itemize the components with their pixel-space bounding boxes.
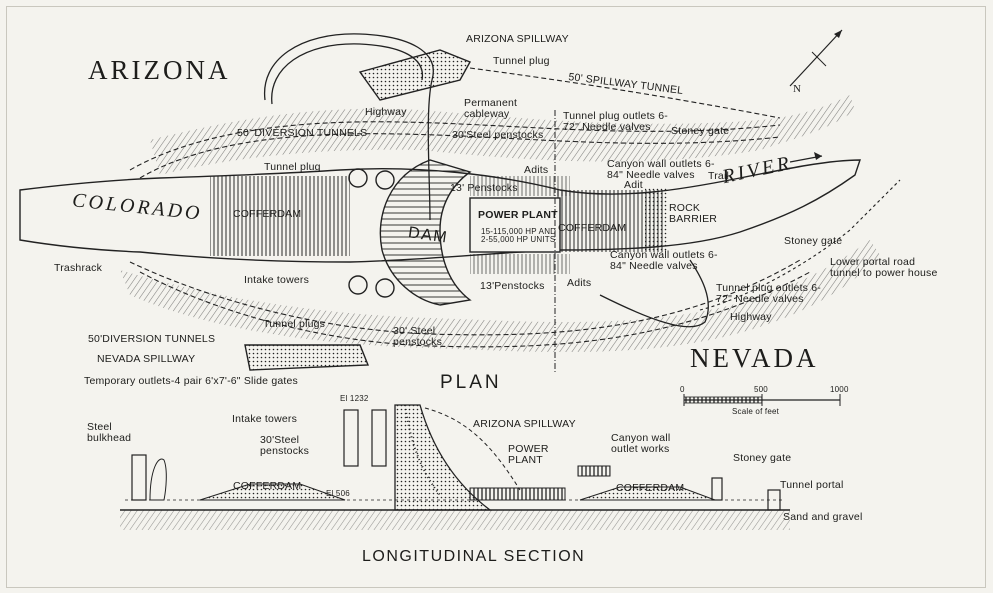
label-highway-top: Highway [365,106,407,118]
cofferdam-left-shape [210,176,350,256]
label-13-penstocks-top: 13' Penstocks [450,182,518,194]
canyon-wall-south [120,240,880,353]
arizona-spillway-shape [358,49,471,101]
nevada-spillway-shape [244,344,370,371]
highway-south [599,259,709,328]
label-trail: Trail [708,170,730,182]
state-label-nevada: NEVADA [690,343,819,373]
section-label-el-1232: El 1232 [340,394,369,403]
label-trashrack: Trashrack [54,262,103,274]
plan-title: PLAN [440,372,502,393]
label-steel-penstocks-top: 30'Steel penstocks [452,129,544,141]
section-label-steel-penstocks: 30'Steel penstocks [260,434,310,457]
label-rock-barrier: ROCK BARRIER [669,202,718,225]
section-label-sand-and-gravel: Sand and gravel [783,511,863,523]
label-tunnel-plug-top: Tunnel plug [493,55,550,67]
section-label-arizona-spillway: ARIZONA SPILLWAY [473,418,576,430]
label-permanent-cableway: Permanent cableway [464,97,518,120]
rock-barrier-shape [645,188,667,252]
diversion-tunnels-north [129,121,781,171]
label-steel-penstocks-bottom: 30' Steel penstocks [393,325,443,348]
label-13-penstocks-bottom: 13'Penstocks [480,280,545,292]
label-lower-portal-road: Lower portal road tunnel to power house [830,256,938,279]
scale-tick-1000: 1000 [830,385,849,394]
label-temporary-outlets: Temporary outlets-4 pair 6'x7'-6" Slide … [84,375,299,387]
north-arrow [789,29,843,87]
section-label-intake-towers: Intake towers [232,413,298,425]
label-tunnel-plug-outlets-bottom: Tunnel plug outlets 6-72" Needle valves [716,282,821,305]
power-plant-shape [469,197,561,253]
dam-shape [379,159,472,306]
section-label-power-plant: POWER PLANT [508,443,549,466]
scale-label: Scale of feet [732,407,780,416]
label-stoney-gate-top: Stoney gate [671,125,730,137]
label-cofferdam-left: COFFERDAM [233,208,302,220]
label-canyon-wall-outlets-top: Canyon wall outlets 6-84" Needle valves [607,158,715,181]
label-adit: Adit [624,179,643,191]
label-adits-top: Adits [524,164,549,176]
canyon-wall-north [150,95,855,175]
label-power-plant: POWER PLANT [478,209,558,221]
label-power-units: 15-115,000 HP AND 2-55,000 HP UNITS [481,227,557,244]
label-nevada-spillway: NEVADA SPILLWAY [97,353,196,365]
label-cofferdam-right: COFFERDAM [558,222,627,234]
section-title: LONGITUDINAL SECTION [362,548,586,565]
scale-tick-500: 500 [754,385,768,394]
section-label-cofferdam-right: COFFERDAM [616,482,685,494]
highway-loop [263,33,434,221]
scale-tick-0: 0 [680,385,685,394]
label-diversion-tunnels-bottom: 50'DIVERSION TUNNELS [88,333,216,345]
label-arizona-spillway: ARIZONA SPILLWAY [466,33,569,45]
section-ground [120,510,790,530]
label-tunnel-plugs: Tunnel plugs [263,318,326,330]
svg-text:N: N [793,83,801,95]
label-adits-bottom: Adits [567,277,592,289]
label-stoney-gate-right: Stoney gate [784,235,843,247]
section-label-canyon-wall-outlet-works: Canyon wall outlet works [611,432,671,455]
section-label-cofferdam-left: COFFERDAM [233,480,302,492]
dam-section [394,404,492,511]
section-label-stoney-gate: Stoney gate [733,452,792,464]
label-highway-bottom: Highway [730,311,772,323]
section-label-steel-bulkhead: Steel bulkhead [87,421,132,444]
spillway-tunnel [469,67,781,119]
section-label-tunnel-portal: Tunnel portal [780,479,844,491]
label-canyon-wall-outlets-bottom: Canyon wall outlets 6-84" Needle valves [610,249,718,272]
label-intake-towers: Intake towers [244,274,310,286]
lower-portal-road [699,179,901,311]
section-label-el-506: El 506 [326,489,350,498]
label-diversion-tunnels-top: 50' DIVERSION TUNNELS [237,127,368,139]
label-tunnel-plug-left: Tunnel plug [264,161,321,173]
label-tunnel-plug-outlets-top: Tunnel plug outlets 6-72" Needle valves [563,110,668,133]
state-label-arizona: ARIZONA [88,55,231,85]
